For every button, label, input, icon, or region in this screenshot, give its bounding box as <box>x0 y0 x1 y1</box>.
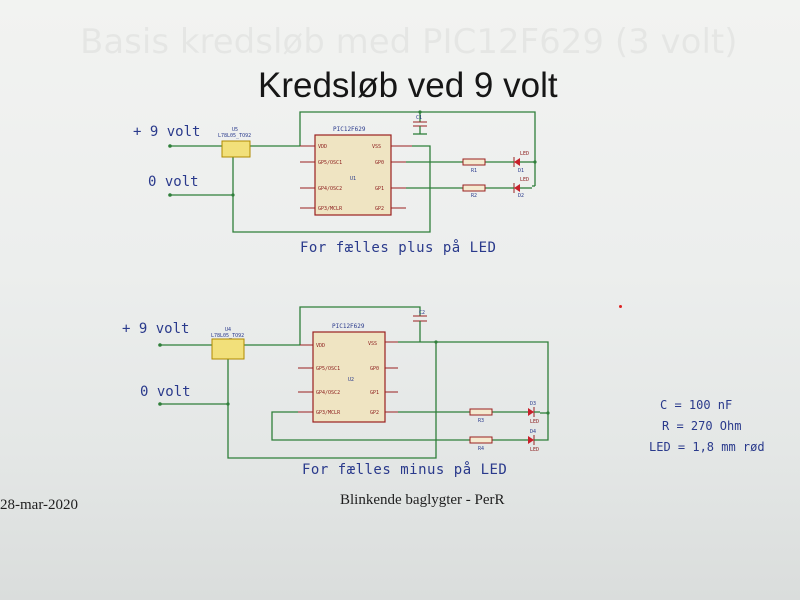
resistor-r4-ref: R4 <box>478 446 484 452</box>
led-d4-ref: D4 <box>530 429 536 435</box>
regulator-part: L78L05_TO92 <box>211 333 244 339</box>
pin-gp2: GP2 <box>375 206 384 212</box>
resistor-r1-ref: R1 <box>471 168 477 174</box>
resistor-r3 <box>469 408 493 416</box>
regulator-u4 <box>211 338 245 360</box>
pin-gp3: GP3/MCLR <box>316 410 341 416</box>
led-d2-text: LED <box>520 177 529 183</box>
pin-gp1: GP1 <box>370 390 379 396</box>
led-d2-ref: D2 <box>518 193 524 199</box>
capacitor-value: C = 100 nF <box>660 398 733 412</box>
led-d3-text: LED <box>530 419 539 425</box>
pin-gp3: GP3/MCLR <box>318 206 343 212</box>
regulator-ref: U5 <box>232 127 238 133</box>
circuit1-plus-label: + 9 volt <box>133 124 201 140</box>
pin-vdd: VDD <box>316 343 325 349</box>
circuit-common-minus: U4 L78L05_TO92 C2 PIC12F629 U2 VDD GP5/O… <box>158 306 550 459</box>
led-value: LED = 1,8 mm rød <box>649 440 765 454</box>
regulator-u5 <box>221 140 251 158</box>
page-title: Kredsløb ved 9 volt <box>258 66 558 105</box>
resistor-r1 <box>462 158 486 166</box>
pin-gp5: GP5/OSC1 <box>316 366 340 372</box>
pin-gp5: GP5/OSC1 <box>318 160 342 166</box>
pin-gp1: GP1 <box>375 186 384 192</box>
led-d4-text: LED <box>530 447 539 453</box>
led-d3 <box>528 408 534 416</box>
chip-part: PIC12F629 <box>332 323 365 330</box>
chip-part: PIC12F629 <box>333 126 366 133</box>
circuit1-zero-label: 0 volt <box>148 174 199 190</box>
pin-gp4: GP4/OSC2 <box>316 390 340 396</box>
resistor-value: R = 270 Ohm <box>662 419 742 433</box>
led-d4 <box>528 436 534 444</box>
pin-gp4: GP4/OSC2 <box>318 186 342 192</box>
led-d1-ref: D1 <box>518 168 524 174</box>
bleed-through-heading: Basis kredsløb med PIC12F629 (3 volt) <box>80 22 738 62</box>
resistor-r3-ref: R3 <box>478 418 484 424</box>
circuit-common-plus: U5 L78L05_TO92 C1 PIC12F629 U1 VDD GP5/O… <box>168 110 537 233</box>
pin-vss: VSS <box>368 341 377 347</box>
pin-gp0: GP0 <box>370 366 379 372</box>
pin-vdd: VDD <box>318 144 327 150</box>
date: 28-mar-2020 <box>0 497 79 513</box>
circuit2-caption: For fælles minus på LED <box>302 462 508 478</box>
chip-u1 <box>314 134 392 216</box>
led-d1-text: LED <box>520 151 529 157</box>
led-d1 <box>514 158 520 166</box>
led-d2 <box>514 184 520 192</box>
resistor-r2-ref: R2 <box>471 193 477 199</box>
pin-gp0: GP0 <box>375 160 384 166</box>
led-d3-ref: D3 <box>530 401 536 407</box>
capacitor-ref: C2 <box>419 310 425 316</box>
circuit2-plus-label: + 9 volt <box>122 321 190 337</box>
red-ink-dot <box>619 305 622 308</box>
chip-u2 <box>312 331 386 423</box>
pin-vss: VSS <box>372 144 381 150</box>
footer-text: Blinkende baglygter - PerR <box>340 492 505 508</box>
regulator-ref: U4 <box>225 327 231 333</box>
resistor-r2 <box>462 184 486 192</box>
circuit2-zero-label: 0 volt <box>140 384 191 400</box>
resistor-r4 <box>469 436 493 444</box>
circuit1-caption: For fælles plus på LED <box>300 240 497 256</box>
regulator-part: L78L05_TO92 <box>218 133 251 139</box>
capacitor-ref: C1 <box>416 115 422 121</box>
chip-ref: U1 <box>350 176 356 182</box>
pin-gp2: GP2 <box>370 410 379 416</box>
chip-ref: U2 <box>348 377 354 383</box>
